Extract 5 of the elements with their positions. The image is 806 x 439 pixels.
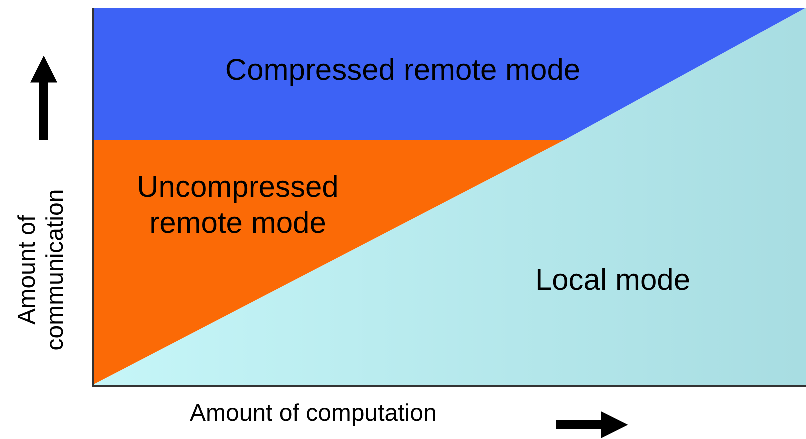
region-label: Compressed remote mode: [224, 53, 582, 89]
region-label: Uncompressed remote mode: [136, 170, 340, 242]
region-label: Local mode: [534, 263, 692, 299]
axis-label: Amount of computation: [190, 400, 437, 428]
axis-label: Amount of communication: [14, 188, 70, 353]
